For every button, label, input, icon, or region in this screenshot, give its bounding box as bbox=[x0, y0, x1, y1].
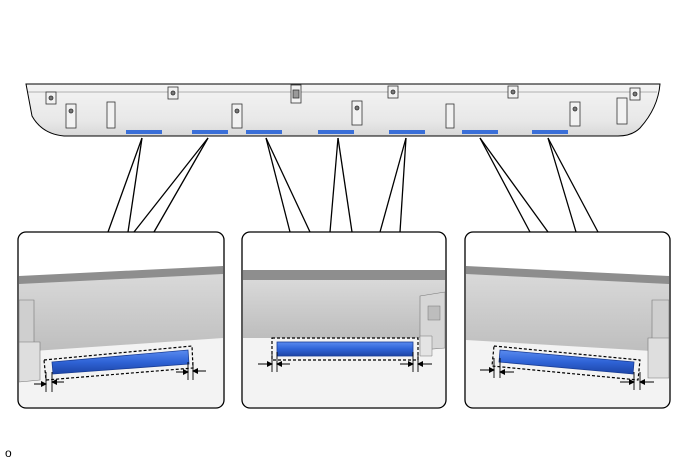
clip bbox=[387, 85, 399, 99]
clip bbox=[629, 87, 641, 101]
tape-row bbox=[126, 130, 568, 134]
clip-row bbox=[45, 84, 641, 105]
clip bbox=[231, 103, 243, 129]
detail-panel-right bbox=[464, 231, 671, 409]
tape bbox=[51, 349, 190, 375]
tape bbox=[318, 130, 354, 134]
clip bbox=[507, 85, 519, 99]
clip-row-lower bbox=[65, 97, 628, 129]
clip bbox=[290, 84, 302, 104]
garnish-strip-body bbox=[25, 83, 661, 137]
clip bbox=[45, 91, 57, 105]
figure-code-label: o bbox=[5, 446, 12, 460]
tape bbox=[462, 130, 498, 134]
tape bbox=[276, 341, 414, 357]
garnish-strip bbox=[25, 83, 661, 137]
callout-lines bbox=[107, 137, 599, 233]
detail-panel-left bbox=[17, 231, 225, 409]
tape bbox=[498, 349, 635, 375]
clip bbox=[65, 103, 77, 129]
detail-panel-center bbox=[241, 231, 447, 409]
clip bbox=[445, 103, 455, 129]
tape bbox=[192, 130, 228, 134]
clip bbox=[569, 101, 581, 127]
clip bbox=[106, 101, 116, 129]
tape bbox=[126, 130, 162, 134]
clip bbox=[351, 100, 363, 126]
tape bbox=[532, 130, 568, 134]
tape bbox=[389, 130, 425, 134]
clip bbox=[167, 86, 179, 100]
clip bbox=[616, 97, 628, 125]
tape bbox=[246, 130, 282, 134]
